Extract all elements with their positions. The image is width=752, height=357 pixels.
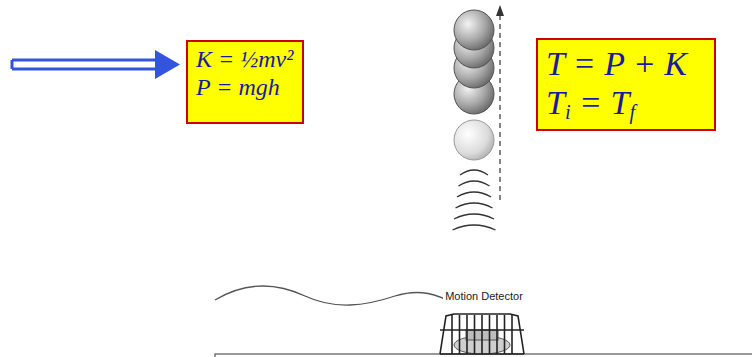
cage-bar [481,315,483,354]
formula-text: K = ½mv² [196,46,294,74]
formula-text: P = mgh [196,74,294,102]
formula-box: T = P + KTi = Tf [536,38,716,131]
motion-detector [440,314,524,354]
cage-bar [474,315,476,354]
cage-bar [504,315,506,354]
formula-text: Ti = Tf [546,83,706,125]
cage-bar [451,315,453,354]
cage-bar [489,315,491,354]
sound-waves [453,170,496,230]
wave-arc [456,203,493,208]
table [215,286,752,357]
wave-arc [460,170,488,175]
wave-arc [454,214,494,219]
wave-arc [453,225,496,230]
cage-bar [459,315,461,354]
motion-arrow [496,5,504,200]
formula-box: K = ½mv²P = mgh [186,40,304,124]
wave-arc [457,192,491,197]
cage-bar [496,315,498,354]
cage-bar [466,315,468,354]
cage-bar [511,315,513,354]
formula-text: T = P + K [546,44,706,83]
pointer-arrow [12,50,180,79]
ball-positions [454,10,494,160]
device-label: Motion Detector [443,290,525,302]
wave-arc [459,181,490,186]
